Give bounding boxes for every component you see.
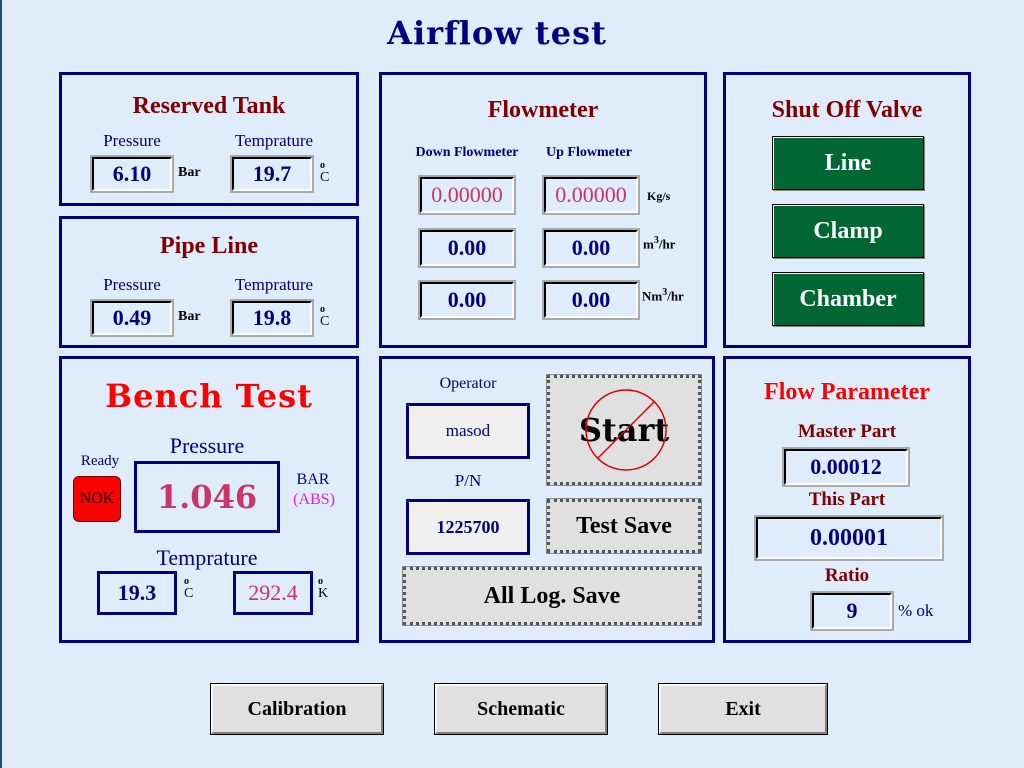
flowmeter-panel: Flowmeter Down Flowmeter Up Flowmeter 0.…: [379, 72, 707, 348]
bench-temp-k-unit: o K: [318, 576, 329, 601]
exit-button[interactable]: Exit: [658, 683, 828, 735]
pipe-line-pressure-unit: Bar: [178, 309, 201, 324]
ratio-value: 9: [810, 591, 894, 631]
down-flowmeter-label: Down Flowmeter: [415, 145, 519, 160]
bench-test-panel: Bench Test Pressure Ready NOK 1.046 BAR …: [59, 356, 359, 643]
reserved-tank-temperature-unit: o C: [320, 160, 330, 185]
test-save-button[interactable]: Test Save: [546, 498, 702, 554]
reserved-tank-pressure-label: Pressure: [103, 131, 161, 150]
up-flowmeter-label: Up Flowmeter: [546, 145, 632, 160]
pn-label: P/N: [454, 471, 482, 490]
bench-test-title: Bench Test: [105, 377, 313, 415]
bench-temp-c-unit: o C: [184, 576, 194, 601]
degree-symbol: o: [184, 576, 189, 587]
nm3hr-unit: Nm3/hr: [642, 287, 684, 304]
bench-pressure-unit-abs: (ABS): [293, 491, 335, 508]
this-part-label: This Part: [808, 489, 886, 510]
bench-pressure-label: Pressure: [169, 433, 245, 458]
reserved-tank-panel: Reserved Tank Pressure Temprature 6.10 B…: [59, 72, 359, 206]
down-flowmeter-kgs-value: 0.00000: [418, 175, 516, 215]
ratio-unit: % ok: [898, 601, 934, 620]
pipe-line-temperature-value: 19.8: [230, 299, 314, 337]
ready-status-indicator: NOK: [73, 476, 121, 522]
pipe-line-pressure-value: 0.49: [90, 299, 174, 337]
start-button[interactable]: Start: [546, 374, 702, 486]
bench-pressure-unit: BAR: [296, 471, 330, 488]
bench-pressure-value: 1.046: [134, 461, 280, 533]
app-title: Airflow test: [387, 14, 607, 52]
shut-off-valve-title: Shut Off Valve: [771, 97, 923, 123]
master-part-label: Master Part: [797, 421, 897, 442]
kgs-unit: Kg/s: [647, 189, 671, 203]
ready-label: Ready: [80, 453, 120, 469]
bench-temp-c-value: 19.3: [97, 571, 177, 615]
down-flowmeter-m3hr-value: 0.00: [418, 228, 516, 268]
reserved-tank-temperature-label: Temprature: [234, 131, 314, 150]
down-flowmeter-nm3hr-value: 0.00: [418, 280, 516, 320]
bench-temperature-label: Temprature: [156, 545, 258, 570]
valve-chamber-button[interactable]: Chamber: [772, 272, 924, 326]
degree-symbol: o: [320, 304, 325, 315]
pipe-line-temperature-label: Temprature: [234, 275, 314, 294]
flow-parameter-panel: Flow Parameter Master Part 0.00012 This …: [723, 356, 971, 643]
schematic-button[interactable]: Schematic: [434, 683, 608, 735]
reserved-tank-pressure-unit: Bar: [178, 165, 201, 180]
bench-temp-k-value: 292.4: [233, 571, 313, 615]
pipe-line-title: Pipe Line: [159, 233, 258, 259]
ratio-label: Ratio: [824, 565, 870, 586]
reserved-tank-title: Reserved Tank: [132, 93, 286, 119]
operation-panel: Operator masod P/N 1225700 Start Test Sa…: [379, 356, 715, 643]
this-part-value: 0.00001: [754, 515, 944, 561]
reserved-tank-pressure-value: 6.10: [90, 155, 174, 193]
pipe-line-temperature-unit: o C: [320, 304, 330, 329]
reserved-tank-temperature-value: 19.7: [230, 155, 314, 193]
valve-line-button[interactable]: Line: [772, 136, 924, 190]
m3hr-unit: m3/hr: [643, 235, 676, 252]
start-label: Start: [578, 411, 670, 449]
all-log-save-button[interactable]: All Log. Save: [402, 566, 702, 626]
pn-field[interactable]: 1225700: [406, 499, 530, 555]
master-part-value: 0.00012: [782, 447, 910, 487]
flow-parameter-title: Flow Parameter: [764, 379, 930, 405]
disabled-icon: [585, 389, 667, 471]
flowmeter-title: Flowmeter: [487, 97, 599, 123]
degree-symbol: o: [320, 160, 325, 171]
calibration-button[interactable]: Calibration: [210, 683, 384, 735]
pipe-line-pressure-label: Pressure: [103, 275, 161, 294]
up-flowmeter-m3hr-value: 0.00: [542, 228, 640, 268]
valve-clamp-button[interactable]: Clamp: [772, 204, 924, 258]
up-flowmeter-kgs-value: 0.00000: [542, 175, 640, 215]
operator-label: Operator: [439, 375, 497, 392]
up-flowmeter-nm3hr-value: 0.00: [542, 280, 640, 320]
degree-symbol: o: [318, 576, 323, 587]
operator-field[interactable]: masod: [406, 403, 530, 459]
pipe-line-panel: Pipe Line Pressure Temprature 0.49 Bar 1…: [59, 216, 359, 348]
